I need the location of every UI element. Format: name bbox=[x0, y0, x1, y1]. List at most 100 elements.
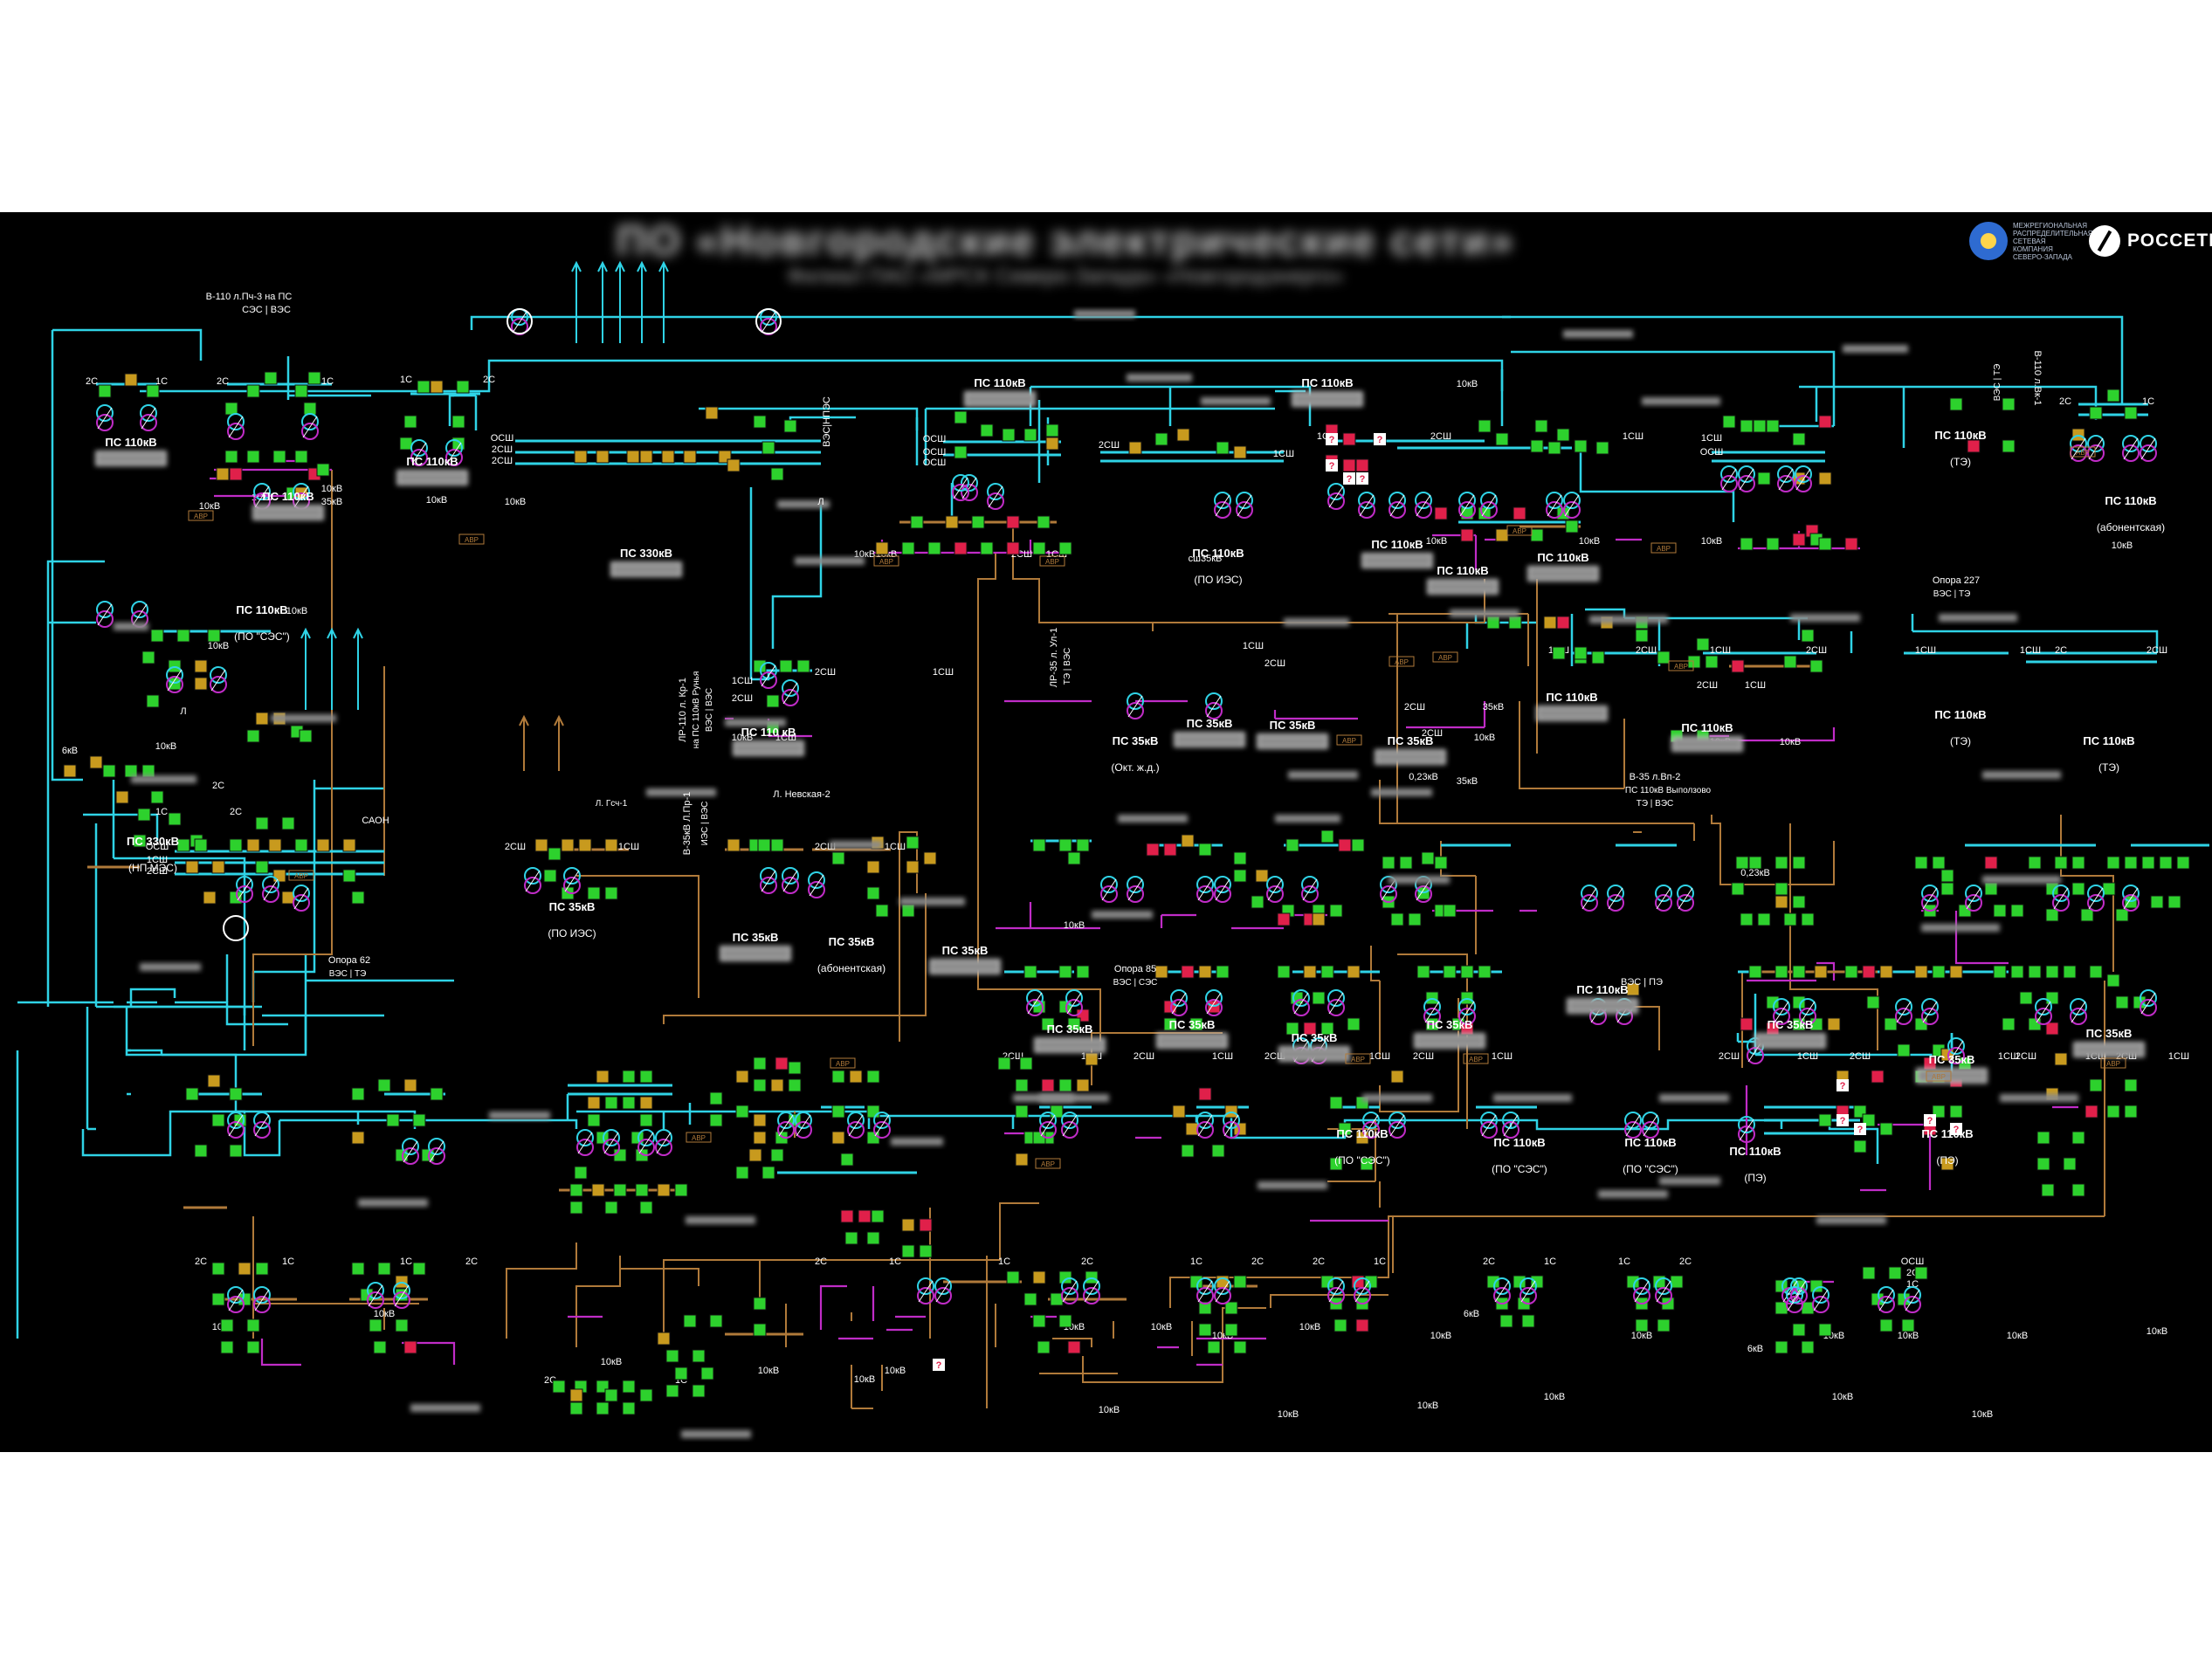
breaker-switch[interactable] bbox=[2010, 904, 2024, 918]
breaker-switch[interactable] bbox=[1801, 1340, 1815, 1354]
breaker-switch[interactable] bbox=[639, 1113, 653, 1127]
breaker-switch[interactable] bbox=[788, 1061, 802, 1075]
breaker-switch[interactable] bbox=[683, 450, 697, 464]
breaker-switch[interactable] bbox=[735, 1166, 749, 1180]
breaker-switch[interactable] bbox=[268, 838, 282, 852]
breaker-switch[interactable] bbox=[1015, 1105, 1029, 1119]
breaker-switch[interactable] bbox=[1556, 506, 1570, 520]
breaker-switch[interactable] bbox=[2010, 965, 2024, 979]
breaker-switch[interactable] bbox=[997, 1057, 1011, 1070]
breaker-switch[interactable] bbox=[229, 838, 243, 852]
breaker-switch[interactable] bbox=[1181, 834, 1195, 848]
breaker-switch[interactable] bbox=[1015, 1153, 1029, 1167]
breaker-switch[interactable] bbox=[1399, 856, 1413, 870]
substation-label[interactable]: ПС 35кВ(абонентская) bbox=[817, 935, 885, 974]
substation-label[interactable]: ПС 110кВ bbox=[1527, 551, 1599, 582]
breaker-switch[interactable] bbox=[552, 1380, 566, 1394]
breaker-switch[interactable] bbox=[1513, 1275, 1526, 1289]
breaker-switch[interactable] bbox=[1766, 537, 1780, 551]
breaker-switch[interactable] bbox=[2106, 974, 2120, 988]
breaker-switch[interactable] bbox=[1696, 637, 1710, 651]
breaker-switch[interactable] bbox=[1940, 869, 1954, 883]
breaker-switch[interactable] bbox=[1198, 1323, 1212, 1337]
breaker-switch[interactable] bbox=[294, 838, 308, 852]
breaker-switch[interactable] bbox=[137, 808, 151, 822]
breaker-switch[interactable] bbox=[779, 659, 793, 673]
breaker-switch[interactable] bbox=[1181, 1144, 1195, 1158]
breaker-switch[interactable] bbox=[229, 1087, 243, 1101]
breaker-switch[interactable] bbox=[2045, 991, 2059, 1005]
substation-label[interactable]: ПС 110кВ(ТЭ) bbox=[1934, 708, 1986, 747]
breaker-switch[interactable] bbox=[748, 1148, 762, 1162]
breaker-switch[interactable] bbox=[1224, 1301, 1238, 1315]
breaker-switch[interactable] bbox=[412, 1262, 426, 1276]
breaker-switch[interactable] bbox=[1626, 982, 1640, 996]
substation-label[interactable]: ПС 110кВ(ПО "СЭС") bbox=[1492, 1136, 1547, 1175]
breaker-switch[interactable] bbox=[1312, 991, 1326, 1005]
breaker-switch[interactable] bbox=[709, 1314, 723, 1328]
substation-label[interactable]: ПС 110кВ bbox=[1361, 538, 1433, 568]
breaker-switch[interactable] bbox=[1351, 838, 1365, 852]
breaker-switch[interactable] bbox=[831, 1131, 845, 1145]
breaker-switch[interactable] bbox=[1216, 441, 1230, 455]
breaker-switch[interactable] bbox=[1032, 1314, 1046, 1328]
breaker-switch[interactable] bbox=[1862, 1266, 1876, 1280]
breaker-switch[interactable] bbox=[1338, 838, 1352, 852]
breaker-switch[interactable] bbox=[1176, 428, 1190, 442]
breaker-switch[interactable] bbox=[1748, 965, 1762, 979]
breaker-switch[interactable] bbox=[910, 515, 924, 529]
breaker-switch[interactable] bbox=[770, 1148, 784, 1162]
breaker-switch[interactable] bbox=[1163, 1000, 1177, 1014]
breaker-switch[interactable] bbox=[451, 415, 465, 429]
breaker-switch[interactable] bbox=[1844, 537, 1858, 551]
breaker-switch[interactable] bbox=[1255, 869, 1269, 883]
breaker-switch[interactable] bbox=[604, 1201, 618, 1215]
substation-label[interactable]: ПС 110кВ bbox=[1536, 691, 1608, 721]
breaker-switch[interactable] bbox=[901, 1218, 915, 1232]
breaker-switch[interactable] bbox=[2071, 856, 2085, 870]
breaker-switch[interactable] bbox=[1002, 428, 1016, 442]
breaker-switch[interactable] bbox=[901, 904, 915, 918]
breaker-switch[interactable] bbox=[604, 886, 618, 900]
breaker-switch[interactable] bbox=[1556, 428, 1570, 442]
breaker-switch[interactable] bbox=[1827, 1017, 1841, 1031]
breaker-switch[interactable] bbox=[1032, 838, 1046, 852]
breaker-switch[interactable] bbox=[1032, 1270, 1046, 1284]
breaker-switch[interactable] bbox=[124, 764, 138, 778]
breaker-switch[interactable] bbox=[1766, 995, 1780, 1009]
breaker-switch[interactable] bbox=[561, 838, 575, 852]
breaker-switch[interactable] bbox=[2054, 1052, 2068, 1066]
breaker-switch[interactable] bbox=[727, 458, 741, 472]
breaker-switch[interactable] bbox=[1774, 856, 1788, 870]
breaker-switch[interactable] bbox=[858, 1209, 872, 1223]
breaker-switch[interactable] bbox=[1574, 646, 1588, 660]
breaker-switch[interactable] bbox=[1774, 895, 1788, 909]
breaker-switch[interactable] bbox=[2176, 856, 2190, 870]
breaker-switch[interactable] bbox=[1530, 528, 1544, 542]
breaker-switch[interactable] bbox=[844, 1231, 858, 1245]
breaker-switch[interactable] bbox=[574, 450, 588, 464]
breaker-switch[interactable] bbox=[1277, 912, 1291, 926]
breaker-switch[interactable] bbox=[587, 1096, 601, 1110]
breaker-switch[interactable] bbox=[272, 869, 286, 883]
breaker-switch[interactable] bbox=[456, 380, 470, 394]
breaker-switch[interactable] bbox=[901, 1244, 915, 1258]
breaker-switch[interactable] bbox=[360, 1288, 374, 1302]
breaker-switch[interactable] bbox=[1949, 1105, 1963, 1119]
breaker-switch[interactable] bbox=[639, 1201, 653, 1215]
breaker-switch[interactable] bbox=[569, 1388, 583, 1402]
breaker-switch[interactable] bbox=[1233, 851, 1247, 865]
breaker-switch[interactable] bbox=[770, 838, 784, 852]
breaker-switch[interactable] bbox=[1556, 616, 1570, 630]
substation-label[interactable]: ПС 110кВ(абонентская) bbox=[2097, 494, 2165, 533]
breaker-switch[interactable] bbox=[1958, 904, 1972, 918]
breaker-switch[interactable] bbox=[216, 467, 230, 481]
breaker-switch[interactable] bbox=[1058, 1270, 1072, 1284]
breaker-switch[interactable] bbox=[1814, 965, 1828, 979]
breaker-switch[interactable] bbox=[1416, 965, 1430, 979]
substation-label[interactable]: ПС 35кВ bbox=[1156, 1018, 1228, 1049]
breaker-switch[interactable] bbox=[1879, 1318, 1893, 1332]
breaker-switch[interactable] bbox=[1508, 616, 1522, 630]
breaker-switch[interactable] bbox=[246, 838, 260, 852]
breaker-switch[interactable] bbox=[1993, 965, 2007, 979]
